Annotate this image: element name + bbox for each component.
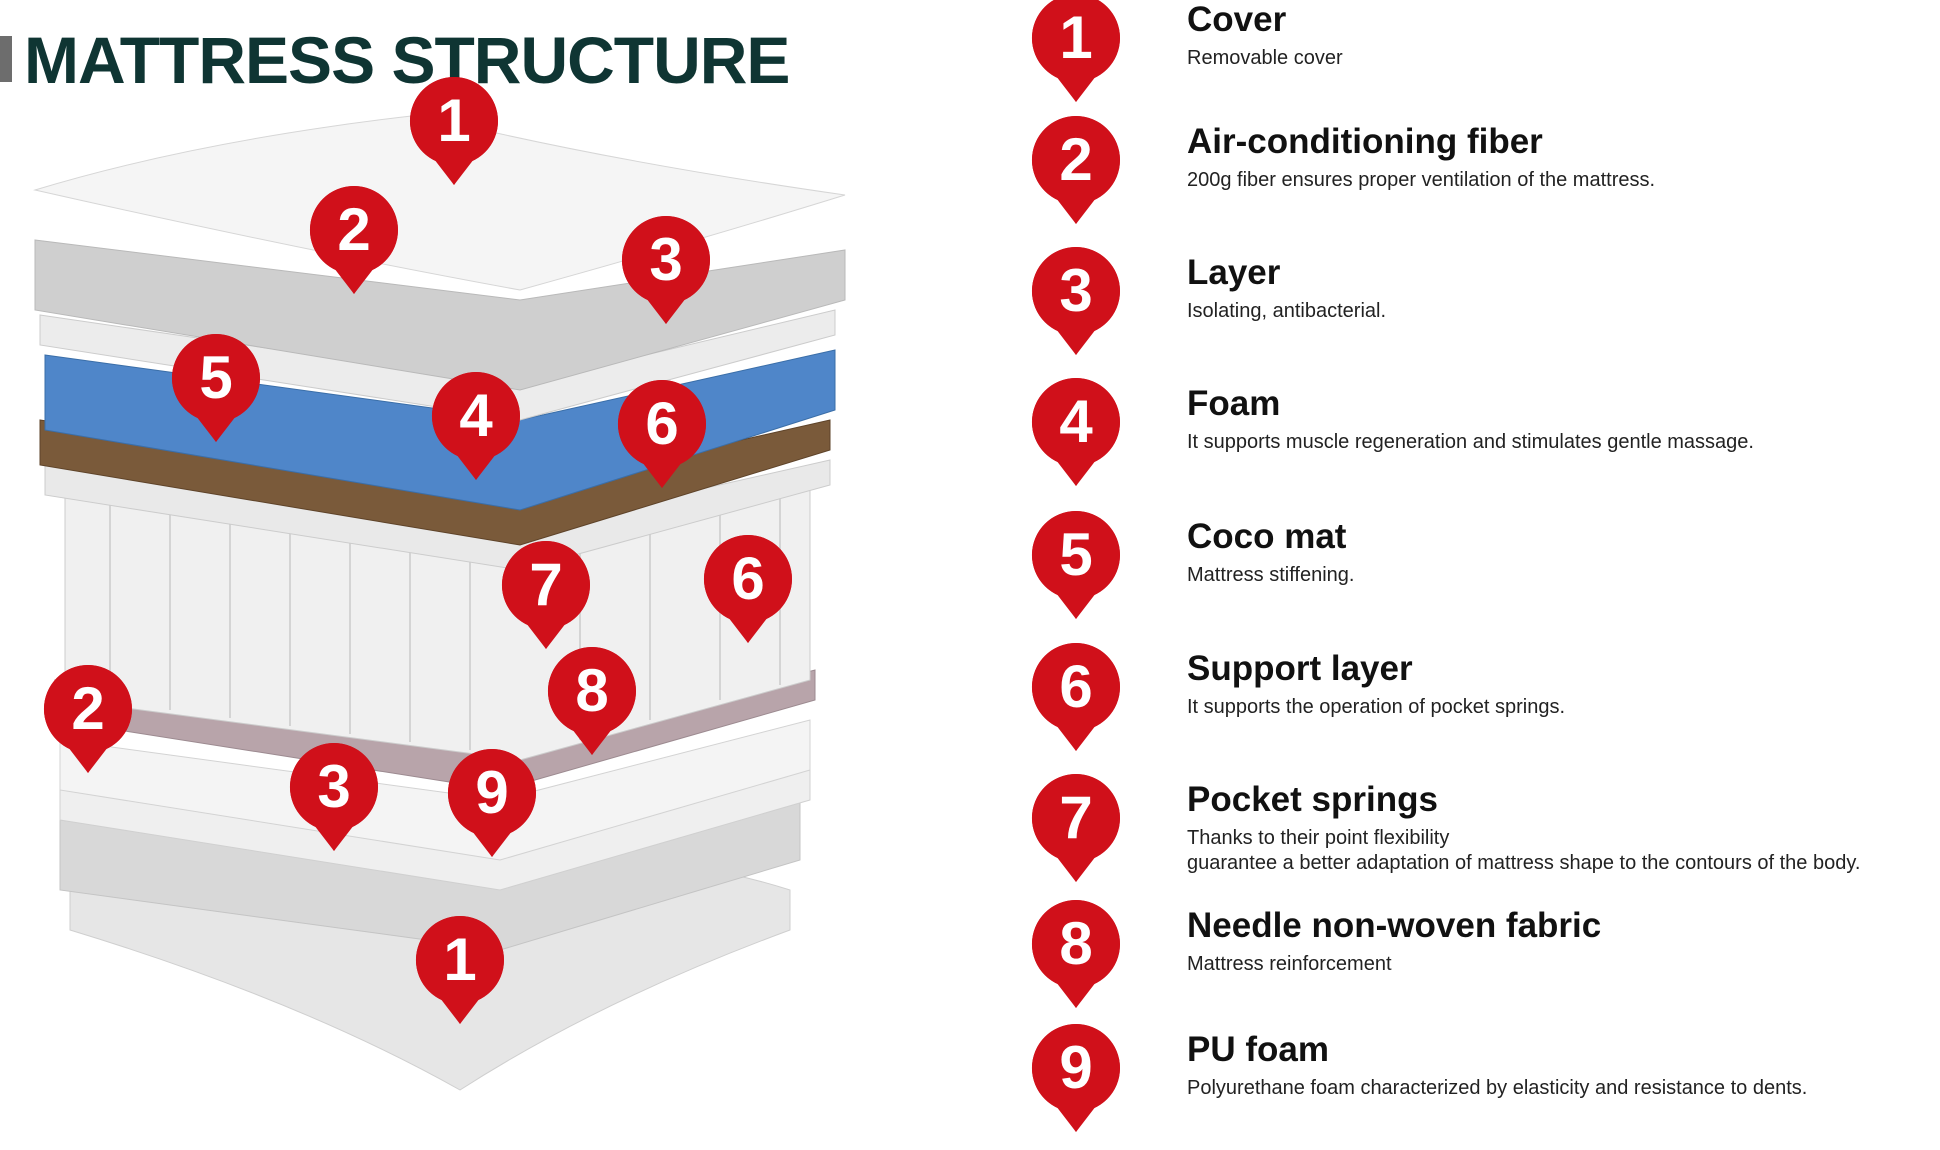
marker-pin-3: 3: [618, 212, 714, 328]
legend-title: Foam: [1187, 384, 1281, 423]
legend-title: Pocket springs: [1187, 780, 1438, 819]
marker-pin-5: 5: [168, 330, 264, 446]
marker-pin-7: 7: [498, 537, 594, 653]
number-pin-icon: 2: [1028, 112, 1124, 228]
marker-pin-2: 2: [40, 661, 136, 777]
marker-number: 1: [437, 87, 471, 154]
legend-description: Thanks to their point flexibility guaran…: [1187, 827, 1861, 874]
legend-description: Mattress stiffening.: [1187, 564, 1355, 586]
legend-number: 3: [1059, 257, 1093, 324]
marker-number: 2: [71, 675, 105, 742]
marker-pin-8: 8: [544, 643, 640, 759]
legend-number: 6: [1059, 653, 1093, 720]
marker-number: 9: [475, 759, 509, 826]
legend-number: 2: [1059, 126, 1093, 193]
legend-item: 6 Support layer It supports the operation …: [1028, 643, 1928, 769]
marker-pin-6: 6: [700, 531, 796, 647]
legend-number: 9: [1059, 1034, 1093, 1101]
page-title: MATTRESS STRUCTURE: [24, 23, 790, 97]
legend-title: Support layer: [1187, 649, 1413, 688]
legend-number: 7: [1059, 784, 1093, 851]
legend-title: PU foam: [1187, 1030, 1329, 1069]
legend-number: 1: [1059, 4, 1093, 71]
legend-title: Needle non-woven fabric: [1187, 906, 1602, 945]
title-accent-bar: [0, 36, 12, 82]
marker-number: 6: [731, 545, 765, 612]
legend-description: Polyurethane foam characterized by elast…: [1187, 1077, 1808, 1099]
layer-fiber: [34, 239, 846, 391]
marker-number: 7: [529, 551, 563, 618]
legend-title: Coco mat: [1187, 517, 1347, 556]
marker-number: 6: [645, 390, 679, 457]
number-pin-icon: 6: [1028, 639, 1124, 755]
legend-description: 200g fiber ensures proper ventilation of…: [1187, 169, 1656, 191]
marker-pin-3: 3: [286, 739, 382, 855]
number-pin-icon: 9: [1028, 1020, 1124, 1136]
legend-description: It supports muscle regeneration and stim…: [1187, 431, 1754, 453]
number-pin-icon: 7: [1028, 770, 1124, 886]
marker-pin-1: 1: [412, 912, 508, 1028]
marker-pin-4: 4: [428, 368, 524, 484]
marker-number: 3: [317, 753, 351, 820]
marker-number: 4: [459, 382, 493, 449]
marker-number: 1: [443, 926, 477, 993]
marker-number: 8: [575, 657, 609, 724]
legend-description: Removable cover: [1187, 47, 1343, 69]
marker-number: 5: [199, 344, 233, 411]
legend-description: It supports the operation of pocket spri…: [1187, 696, 1565, 718]
legend-item: 2 Air-conditioning fiber 200g fiber ensure…: [1028, 116, 1928, 242]
number-pin-icon: 1: [1028, 0, 1124, 106]
legend-title: Cover: [1187, 0, 1287, 39]
marker-pin-9: 9: [444, 745, 540, 861]
legend-number: 5: [1059, 521, 1093, 588]
legend-number: 8: [1059, 910, 1093, 977]
marker-pin-2: 2: [306, 182, 402, 298]
legend-number: 4: [1059, 388, 1093, 455]
number-pin-icon: 5: [1028, 507, 1124, 623]
legend-title: Layer: [1187, 253, 1281, 292]
marker-number: 2: [337, 196, 371, 263]
number-pin-icon: 3: [1028, 243, 1124, 359]
legend-description: Mattress reinforcement: [1187, 953, 1392, 975]
legend-item: 4 Foam It supports muscle regeneration and…: [1028, 378, 1928, 504]
number-pin-icon: 4: [1028, 374, 1124, 490]
number-pin-icon: 8: [1028, 896, 1124, 1012]
marker-number: 3: [649, 226, 683, 293]
legend-title: Air-conditioning fiber: [1187, 122, 1543, 161]
legend-description: Isolating, antibacterial.: [1187, 300, 1387, 322]
marker-pin-6: 6: [614, 376, 710, 492]
marker-pin-1: 1: [406, 73, 502, 189]
